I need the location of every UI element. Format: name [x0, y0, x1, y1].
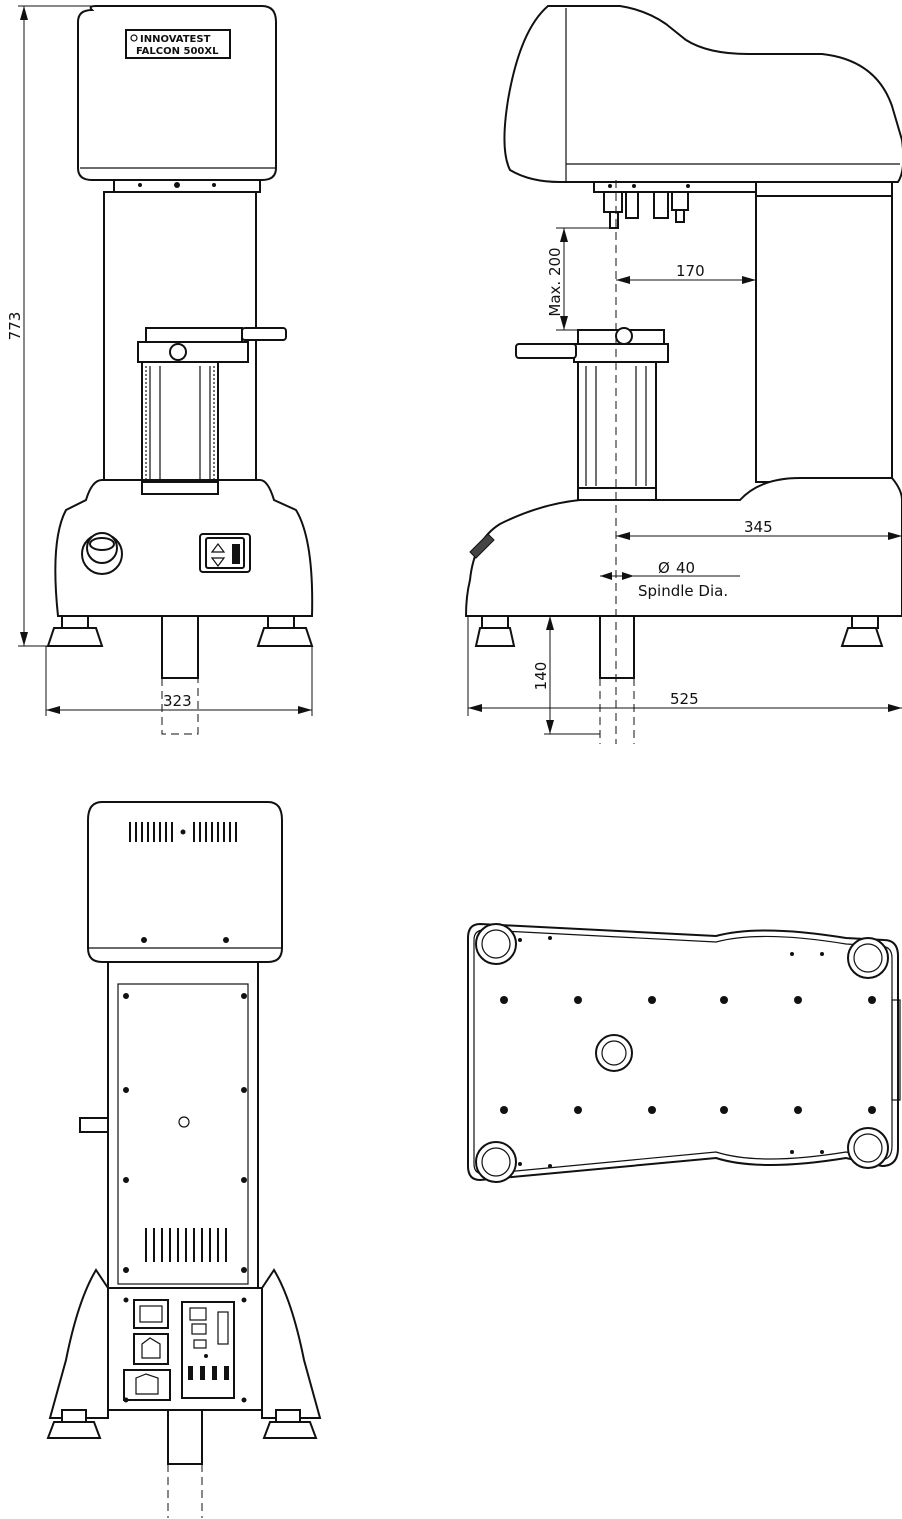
bottom-view: [467, 922, 901, 1183]
side-base: [464, 477, 902, 617]
side-emergency-stop: [469, 533, 495, 559]
brand-line-2: FALCON 500XL: [136, 46, 219, 57]
front-anvil-handle: [241, 327, 287, 341]
front-spindle: [161, 615, 199, 679]
spindle-to-back-label: 345: [744, 518, 773, 536]
rear-head-cover: [87, 801, 283, 963]
power-inlet-1: [133, 1333, 169, 1365]
front-anvil-top: [145, 327, 243, 343]
side-foot-front: [474, 615, 516, 647]
power-inlet-2: [123, 1369, 171, 1401]
rear-foot-right: [262, 1409, 318, 1439]
front-width-label: 323: [163, 692, 192, 710]
emergency-stop-button: [81, 532, 123, 575]
max-stroke-label: Max. 200: [546, 247, 564, 316]
throat-depth-label: 170: [676, 262, 705, 280]
io-ports-block: [181, 1301, 235, 1399]
power-switch: [133, 1299, 169, 1329]
side-head-cover: [503, 5, 902, 183]
rear-head-vents: [129, 822, 237, 842]
side-anvil-handle: [515, 343, 577, 359]
height-dimension-label: 773: [6, 312, 24, 341]
front-base: [54, 479, 314, 617]
side-indenter-turret: [603, 184, 690, 229]
side-column: [755, 195, 893, 483]
bottom-base-outline: [467, 922, 899, 1182]
diameter-symbol: Ø: [658, 559, 670, 577]
rear-column: [107, 961, 259, 1289]
brand-line-1: INNOVATEST: [140, 34, 211, 45]
spindle-dia-label: Spindle Dia.: [638, 582, 728, 600]
up-down-switch: [199, 533, 251, 573]
side-foot-back: [840, 615, 884, 647]
spindle-dia-value: 40: [676, 559, 695, 577]
spindle-height-label: 140: [532, 662, 550, 691]
rear-column-vents: [145, 1228, 227, 1262]
brand-plate: [125, 29, 231, 59]
bottom-spindle-hole: [595, 1034, 633, 1072]
rear-spindle: [167, 1409, 203, 1465]
front-elevating-screw: [141, 361, 219, 493]
rear-anvil-handle: [79, 1117, 109, 1133]
front-foot-right: [256, 615, 314, 647]
rear-view: [46, 801, 322, 1518]
side-spindle: [599, 615, 635, 679]
side-elevating-screw: [577, 361, 657, 491]
overall-depth-label: 525: [670, 690, 699, 708]
bottom-screw-holes: [500, 936, 876, 1168]
front-view: 773 INNOVATEST FALCON 500XL: [6, 5, 314, 735]
front-foot-left: [46, 615, 104, 647]
side-view: Max. 200 170 345 Ø 40 Spindle Dia. 140 5…: [464, 5, 902, 744]
rear-foot-left: [46, 1409, 102, 1439]
